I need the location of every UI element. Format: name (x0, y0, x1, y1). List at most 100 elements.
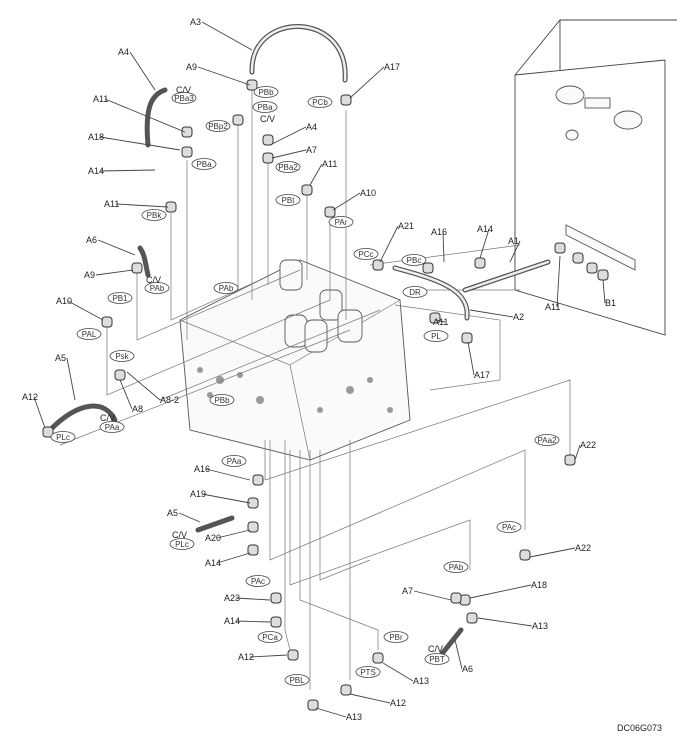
leader-line (197, 66, 251, 86)
port-oval (50, 431, 76, 443)
drawing-code: DC06G073 (617, 723, 662, 733)
port-label-pba: PBa (196, 160, 212, 169)
check-valve-label: C/V (176, 85, 191, 95)
port-oval (141, 209, 167, 221)
leader-line (99, 136, 181, 151)
leader-line (129, 51, 156, 91)
port-label-pcc: PCc (358, 250, 373, 259)
callout-a10: A10 (360, 188, 376, 198)
callout-a6: A6 (86, 235, 97, 245)
fitting (270, 592, 282, 604)
callout-a3: A3 (190, 17, 201, 27)
leader-line (602, 279, 606, 304)
fitting (247, 521, 259, 533)
port-oval (383, 631, 409, 643)
port-label-pac: PAc (502, 523, 516, 532)
fitting (450, 592, 462, 604)
callout-a4: A4 (118, 47, 129, 57)
port-oval (144, 282, 170, 294)
leader-line (216, 529, 251, 539)
port-label-pbp2: PBp2 (208, 122, 228, 131)
check-valve-label: C/V (172, 530, 187, 540)
callout-a21: A21 (398, 221, 414, 231)
port-label-pb1: PB1 (112, 294, 128, 303)
port-label-pab: PAb (150, 284, 165, 293)
callout-a16: A16 (194, 464, 210, 474)
port-oval (443, 561, 469, 573)
port-oval (307, 96, 333, 108)
fitting (572, 252, 584, 264)
fitting (301, 184, 313, 196)
port-oval (171, 92, 197, 104)
leader-line (467, 341, 475, 376)
check-valve-label: C/V (100, 413, 115, 423)
callout-a14: A14 (205, 558, 221, 568)
callout-a17: A17 (384, 62, 400, 72)
port-label-plc: PLc (56, 433, 70, 442)
callout-a22: A22 (575, 543, 591, 553)
leader-line (529, 547, 576, 558)
callout-a14: A14 (224, 616, 240, 626)
port-label-pbb: PBb (258, 88, 274, 97)
leader-line (332, 192, 361, 211)
port-oval (76, 328, 102, 340)
callout-a14: A14 (477, 224, 493, 234)
fitting (42, 426, 54, 438)
leader-line (435, 319, 446, 323)
callout-a13: A13 (532, 621, 548, 631)
port-label-pbc: PBc (407, 256, 422, 265)
control-valve-block (179, 259, 411, 461)
fitting (262, 152, 274, 164)
port-label-paa: PAa (227, 457, 242, 466)
leader-line (442, 231, 445, 263)
port-oval (496, 521, 522, 533)
callout-a4: A4 (306, 122, 317, 132)
callout-a2: A2 (513, 312, 524, 322)
hose-a5 (47, 403, 118, 433)
callout-a11: A11 (93, 94, 108, 104)
callout-a18: A18 (88, 132, 104, 142)
fitting (461, 332, 473, 344)
callout-b1: B1 (605, 298, 616, 308)
port-label-pbb: PBb (214, 396, 230, 405)
fitting (114, 369, 126, 381)
leader-line (382, 662, 414, 682)
fitting (232, 114, 244, 126)
port-label-pl: PL (431, 332, 441, 341)
hose-a5-lower (195, 515, 235, 533)
leader-line (33, 396, 46, 429)
fitting (252, 474, 264, 486)
leader-line (469, 309, 514, 318)
callout-a19: A19 (190, 489, 206, 499)
leader-line (205, 468, 251, 481)
callout-a11: A11 (322, 159, 337, 169)
port-oval (99, 421, 125, 433)
leader-line (469, 584, 532, 599)
port-label-psk: Psk (115, 352, 129, 361)
port-oval (328, 216, 354, 228)
leader-line (349, 693, 391, 704)
callout-a16: A16 (431, 227, 447, 237)
callout-a14: A14 (88, 166, 104, 176)
callout-a12: A12 (22, 392, 38, 402)
callout-a1: A1 (508, 236, 519, 246)
port-label-plc: PLc (175, 540, 189, 549)
leader-line (201, 493, 251, 504)
port-oval (209, 394, 235, 406)
leader-line (556, 255, 561, 308)
fittings (42, 79, 609, 711)
check-valve-label: C/V (428, 644, 443, 654)
hose-a3 (249, 24, 348, 83)
port-oval (355, 666, 381, 678)
leader-line (315, 707, 347, 718)
manifold-bar (565, 224, 636, 271)
callout-a11: A11 (104, 199, 119, 209)
port-oval (221, 455, 247, 467)
fitting (340, 94, 352, 106)
callout-a8: A8 (132, 404, 143, 414)
leader-line (574, 444, 581, 461)
port-label-pbl: PBL (289, 676, 305, 685)
leader-line (178, 512, 201, 523)
callout-a18: A18 (531, 580, 547, 590)
leader-line (216, 552, 251, 564)
